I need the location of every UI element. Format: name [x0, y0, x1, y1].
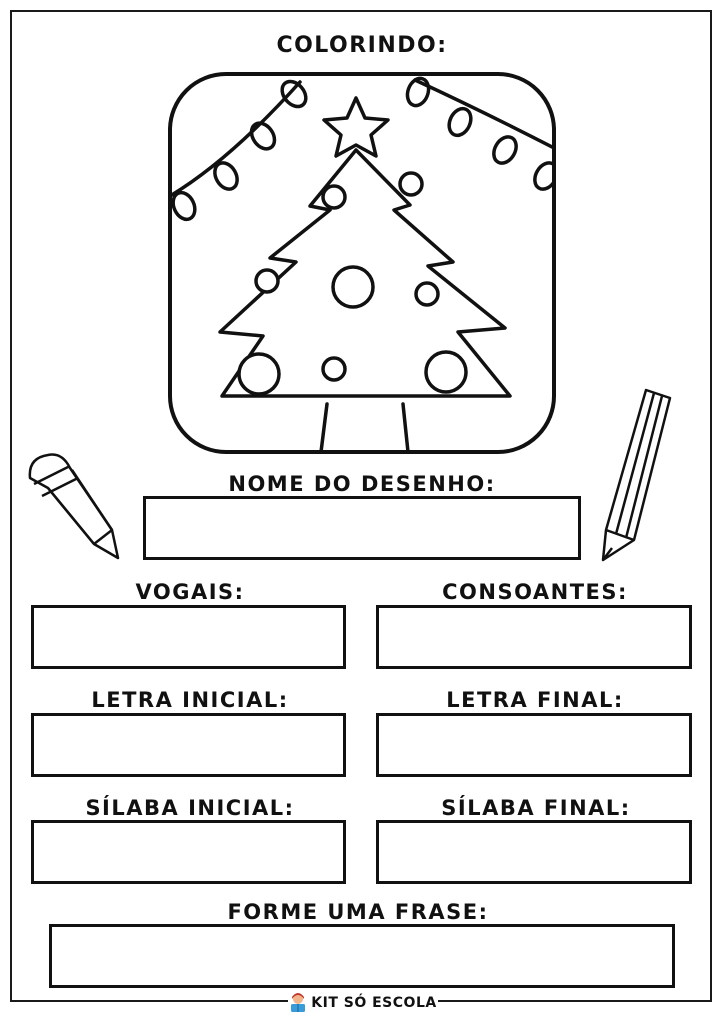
forme-uma-frase-field[interactable]	[49, 924, 675, 988]
bottom-divider-right	[436, 1000, 712, 1002]
consoantes-label: CONSOANTES:	[442, 580, 628, 604]
footer-brand: KIT SÓ ESCOLA	[288, 990, 438, 1016]
page-frame	[10, 10, 712, 1000]
silaba-inicial-field[interactable]	[31, 820, 346, 884]
reading-child-icon	[291, 993, 306, 1012]
silaba-final-field[interactable]	[376, 820, 692, 884]
letra-final-field[interactable]	[376, 713, 692, 777]
vogais-label: VOGAIS:	[135, 580, 245, 604]
vogais-field[interactable]	[31, 605, 346, 669]
silaba-final-label: SÍLABA FINAL:	[441, 796, 631, 820]
silaba-inicial-label: SÍLABA INICIAL:	[85, 796, 295, 820]
letra-final-label: LETRA FINAL:	[446, 688, 624, 712]
crayon-icon	[28, 453, 120, 560]
nome-do-desenho-field[interactable]	[143, 496, 581, 560]
colorindo-heading: COLORINDO:	[276, 33, 448, 58]
nome-do-desenho-label: NOME DO DESENHO:	[228, 472, 496, 496]
pencil-icon	[601, 388, 672, 562]
christmas-tree-icon	[168, 72, 556, 454]
letra-inicial-field[interactable]	[31, 713, 346, 777]
forme-uma-frase-label: FORME UMA FRASE:	[227, 900, 489, 924]
letra-inicial-label: LETRA INICIAL:	[91, 688, 289, 712]
brand-name: KIT SÓ ESCOLA	[311, 995, 437, 1011]
consoantes-field[interactable]	[376, 605, 692, 669]
bottom-divider-left	[10, 1000, 290, 1002]
